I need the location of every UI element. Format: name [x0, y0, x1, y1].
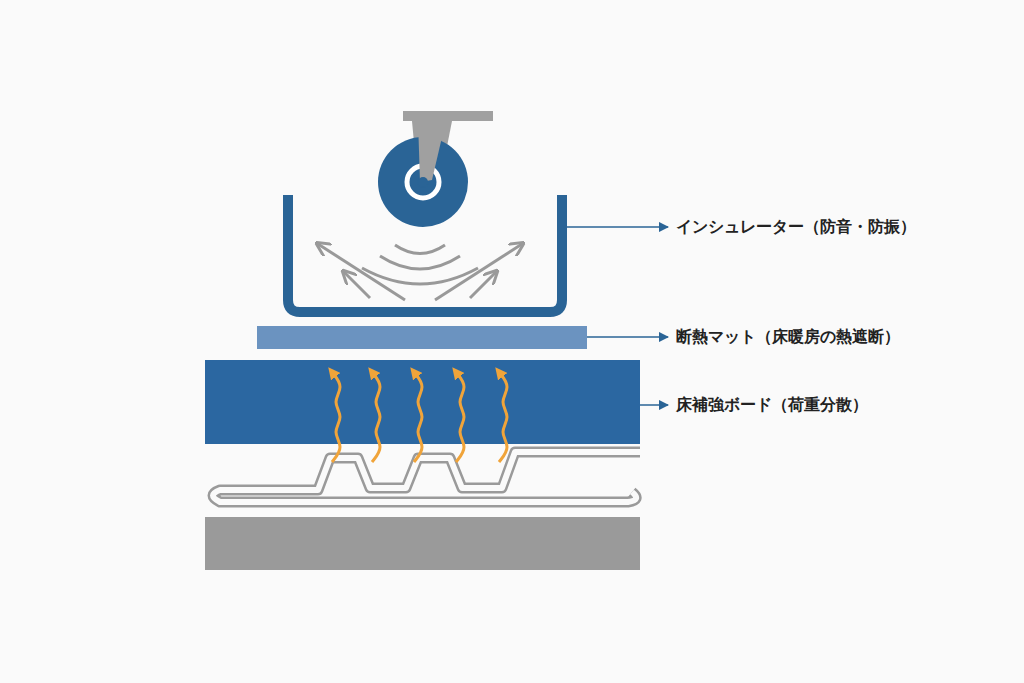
base-slab: [205, 517, 640, 570]
insulation-mat: [257, 326, 587, 349]
vibration-waves: [318, 244, 522, 300]
heat-arrows: [332, 372, 507, 462]
leader-lines: [567, 227, 668, 405]
part-label: 断熱マット（床暖房の熱遮断）: [676, 327, 900, 348]
floor-board: [205, 360, 640, 444]
heating-pipe: [213, 452, 640, 502]
part-label: インシュレーター（防音・防振）: [676, 217, 916, 238]
caster-wheel: [378, 111, 493, 227]
part-label: 床補強ボード（荷重分散）: [676, 395, 868, 416]
